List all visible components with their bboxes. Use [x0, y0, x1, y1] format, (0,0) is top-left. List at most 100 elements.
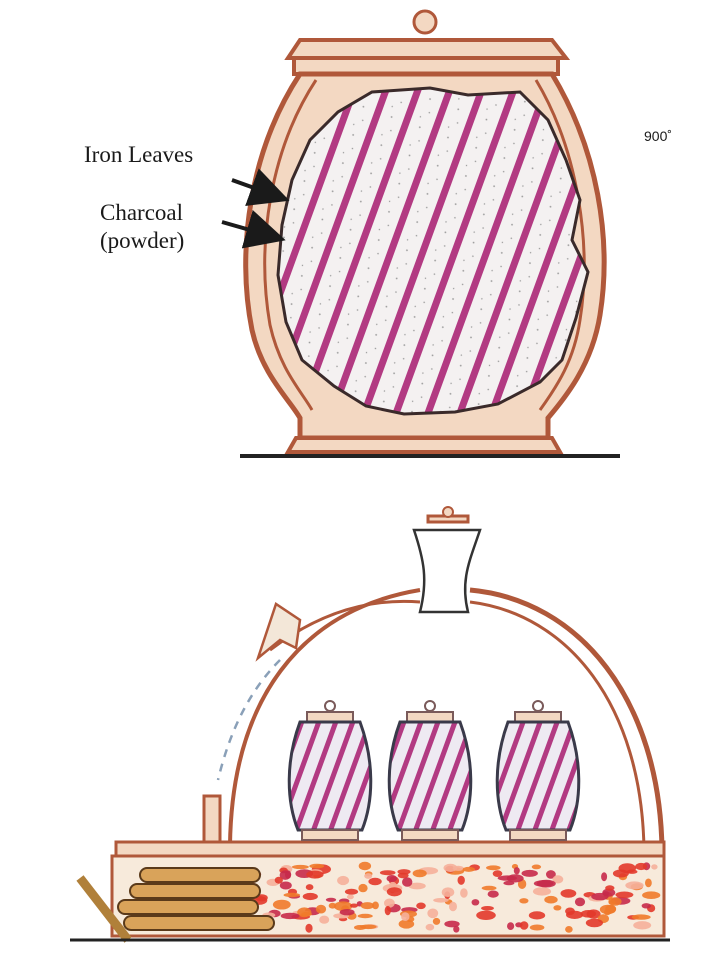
ember	[401, 912, 409, 921]
ember	[460, 888, 468, 897]
ember	[326, 898, 336, 902]
crucible-jar-large	[240, 11, 620, 456]
ember	[309, 864, 324, 869]
ember	[615, 892, 633, 899]
ember	[284, 893, 301, 897]
ember	[402, 877, 412, 887]
ember	[358, 914, 373, 918]
ember	[642, 903, 651, 908]
ember	[530, 925, 545, 931]
firewood-logs	[80, 868, 274, 940]
ember	[359, 862, 371, 870]
ember	[387, 875, 398, 882]
ember	[442, 887, 455, 897]
ember	[380, 870, 396, 875]
jar-contents-iron-leaves	[278, 88, 588, 414]
ember	[453, 926, 459, 933]
ember	[608, 897, 621, 906]
ember	[345, 889, 358, 895]
ember	[385, 906, 391, 915]
ember	[361, 902, 375, 909]
ember	[329, 903, 337, 909]
ember	[350, 904, 358, 908]
ember	[273, 900, 291, 910]
ember	[427, 909, 438, 919]
ember	[488, 891, 499, 898]
ember	[566, 911, 583, 919]
crucible-jar-small-3	[497, 701, 579, 840]
ember	[337, 876, 349, 885]
ember	[565, 926, 573, 933]
ember	[532, 865, 541, 870]
ember	[633, 921, 651, 929]
feed-pipe	[204, 796, 220, 842]
ember	[507, 922, 514, 930]
ember	[642, 891, 660, 899]
ember	[316, 905, 326, 914]
ember	[498, 875, 517, 880]
vent-flap	[258, 604, 300, 658]
chimney	[414, 530, 480, 612]
ember	[433, 898, 448, 903]
ember	[433, 918, 440, 925]
ember	[306, 884, 314, 890]
lid-knob	[414, 11, 436, 33]
ember	[493, 870, 503, 877]
ember	[486, 865, 501, 870]
ember	[398, 873, 409, 879]
chimney-knob	[443, 507, 453, 517]
ember	[635, 863, 647, 870]
ember	[533, 887, 551, 895]
label-temperature: 900˚	[644, 128, 672, 144]
ember	[553, 905, 561, 910]
ember	[364, 873, 372, 879]
ember	[449, 902, 457, 911]
ember	[534, 880, 554, 887]
ember	[481, 906, 494, 911]
ember	[632, 914, 651, 919]
ember	[544, 896, 557, 904]
ember	[625, 881, 643, 889]
ember	[319, 916, 329, 924]
ember	[586, 919, 603, 928]
ember	[522, 870, 538, 877]
ember	[301, 912, 312, 916]
ember	[426, 924, 435, 931]
ember	[413, 870, 427, 878]
shelf	[116, 842, 664, 856]
ember	[281, 913, 300, 919]
ember	[303, 893, 318, 900]
fuel-drop-path	[218, 660, 280, 780]
ember	[275, 877, 283, 884]
ember	[529, 911, 545, 919]
ember	[605, 885, 614, 890]
ember	[601, 872, 607, 881]
ember	[387, 887, 402, 896]
ember	[384, 899, 395, 908]
ember	[561, 889, 577, 898]
ember	[306, 871, 323, 879]
crucible-jar-small-1	[289, 701, 371, 840]
ember	[354, 925, 366, 930]
ember	[472, 899, 480, 905]
ember	[458, 876, 465, 885]
ember	[514, 867, 520, 874]
ember	[613, 870, 629, 878]
label-charcoal: Charcoal	[100, 200, 183, 226]
ember	[520, 921, 529, 930]
label-powder: (powder)	[100, 228, 184, 254]
ember	[444, 864, 458, 872]
crucible-jar-small-2	[389, 701, 471, 840]
ember	[651, 864, 657, 869]
ember	[600, 905, 616, 914]
ember	[368, 878, 381, 885]
ember	[575, 898, 585, 907]
label-iron-leaves: Iron Leaves	[84, 142, 193, 168]
furnace	[70, 507, 670, 940]
ember	[463, 867, 475, 872]
ember	[285, 870, 291, 878]
ember	[482, 886, 497, 891]
ember	[645, 879, 652, 888]
ember	[340, 909, 355, 915]
ember	[416, 903, 426, 910]
